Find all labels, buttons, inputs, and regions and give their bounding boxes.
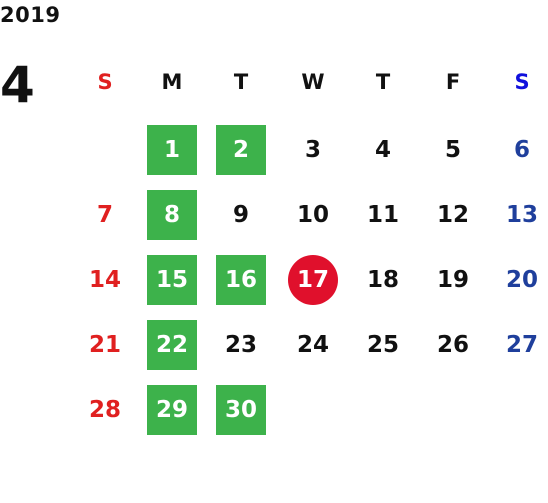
day-cell-10[interactable]: 10 bbox=[288, 190, 338, 240]
day-cell-30[interactable]: 30 bbox=[216, 385, 266, 435]
day-number: 1 bbox=[163, 137, 180, 163]
day-number: 8 bbox=[163, 202, 180, 228]
day-cell-23[interactable]: 23 bbox=[216, 320, 266, 370]
day-number: 24 bbox=[296, 332, 329, 358]
day-cell-22[interactable]: 22 bbox=[147, 320, 197, 370]
day-cell-28[interactable]: 28 bbox=[80, 385, 130, 435]
day-cell-14[interactable]: 14 bbox=[80, 255, 130, 305]
day-number: 18 bbox=[366, 267, 399, 293]
day-cell-18[interactable]: 18 bbox=[358, 255, 408, 305]
weekday-header-4: T bbox=[375, 70, 391, 94]
day-number: 11 bbox=[366, 202, 399, 228]
weekday-header-0: S bbox=[97, 70, 113, 94]
day-number: 13 bbox=[505, 202, 538, 228]
day-cell-11[interactable]: 11 bbox=[358, 190, 408, 240]
day-cell-27[interactable]: 27 bbox=[497, 320, 547, 370]
day-number: 9 bbox=[232, 202, 249, 228]
day-cell-13[interactable]: 13 bbox=[497, 190, 547, 240]
day-number: 3 bbox=[304, 137, 321, 163]
day-cell-15[interactable]: 15 bbox=[147, 255, 197, 305]
day-number: 19 bbox=[436, 267, 469, 293]
day-cell-12[interactable]: 12 bbox=[428, 190, 478, 240]
day-cell-1[interactable]: 1 bbox=[147, 125, 197, 175]
day-cell-16[interactable]: 16 bbox=[216, 255, 266, 305]
day-number: 29 bbox=[155, 397, 188, 423]
day-number: 16 bbox=[224, 267, 257, 293]
day-cell-25[interactable]: 25 bbox=[358, 320, 408, 370]
day-number: 22 bbox=[155, 332, 188, 358]
day-cell-29[interactable]: 29 bbox=[147, 385, 197, 435]
day-number: 2 bbox=[232, 137, 249, 163]
day-number: 27 bbox=[505, 332, 538, 358]
day-cell-19[interactable]: 19 bbox=[428, 255, 478, 305]
calendar-year: 2019 bbox=[0, 3, 61, 27]
day-cell-8[interactable]: 8 bbox=[147, 190, 197, 240]
calendar-month: 4 bbox=[0, 56, 35, 114]
day-cell-7[interactable]: 7 bbox=[80, 190, 130, 240]
day-number: 30 bbox=[224, 397, 257, 423]
day-number: 25 bbox=[366, 332, 399, 358]
day-number: 12 bbox=[436, 202, 469, 228]
weekday-header-3: W bbox=[301, 70, 325, 94]
day-number: 21 bbox=[88, 332, 121, 358]
day-number: 26 bbox=[436, 332, 469, 358]
day-cell-5[interactable]: 5 bbox=[428, 125, 478, 175]
day-cell-6[interactable]: 6 bbox=[497, 125, 547, 175]
day-cell-24[interactable]: 24 bbox=[288, 320, 338, 370]
day-number: 17 bbox=[296, 267, 329, 293]
day-cell-26[interactable]: 26 bbox=[428, 320, 478, 370]
day-number: 23 bbox=[224, 332, 257, 358]
day-number: 4 bbox=[374, 137, 391, 163]
day-cell-2[interactable]: 2 bbox=[216, 125, 266, 175]
day-cell-4[interactable]: 4 bbox=[358, 125, 408, 175]
day-number: 7 bbox=[96, 202, 113, 228]
weekday-header-1: M bbox=[161, 70, 183, 94]
day-cell-9[interactable]: 9 bbox=[216, 190, 266, 240]
day-number: 14 bbox=[88, 267, 121, 293]
day-number: 20 bbox=[505, 267, 538, 293]
day-number: 10 bbox=[296, 202, 329, 228]
day-number: 15 bbox=[155, 267, 188, 293]
day-cell-20[interactable]: 20 bbox=[497, 255, 547, 305]
day-number: 28 bbox=[88, 397, 121, 423]
day-number: 6 bbox=[513, 137, 530, 163]
weekday-header-2: T bbox=[233, 70, 249, 94]
day-cell-21[interactable]: 21 bbox=[80, 320, 130, 370]
day-cell-17[interactable]: 17 bbox=[288, 255, 338, 305]
day-number: 5 bbox=[444, 137, 461, 163]
weekday-header-6: S bbox=[514, 70, 530, 94]
weekday-header-5: F bbox=[445, 70, 461, 94]
day-cell-3[interactable]: 3 bbox=[288, 125, 338, 175]
